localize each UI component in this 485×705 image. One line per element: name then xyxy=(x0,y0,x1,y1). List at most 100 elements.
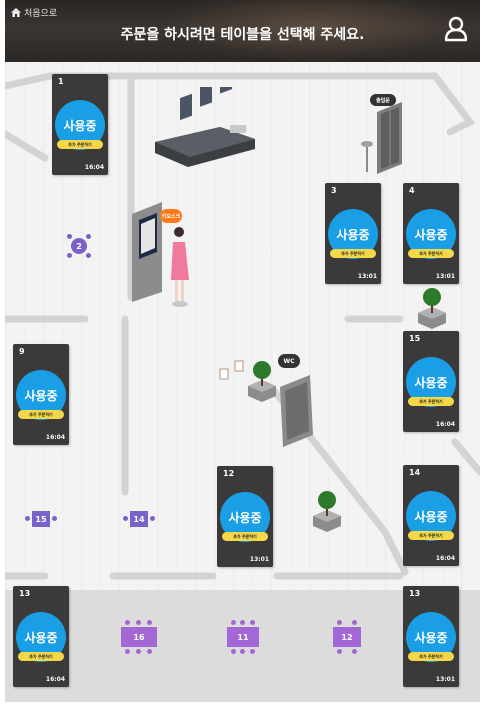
table-status: 사용중 xyxy=(414,510,448,524)
table-number: 13 xyxy=(19,589,31,598)
chair-dot xyxy=(231,620,236,625)
chair-dot xyxy=(52,516,57,521)
chair-dot xyxy=(123,516,128,521)
counter-illustration xyxy=(155,87,255,167)
table-card[interactable]: 12 사용중 추가 주문하기 13:01 xyxy=(217,466,273,567)
table-time: 16:04 xyxy=(84,164,104,171)
table-number: 13 xyxy=(409,589,421,598)
table-number: 4 xyxy=(409,186,415,195)
small-table-number: 15 xyxy=(32,511,50,527)
table-number: 15 xyxy=(409,334,421,343)
wc-label: WC xyxy=(283,358,295,365)
home-link[interactable]: 처음으로 xyxy=(11,6,57,19)
chair-dot xyxy=(250,620,255,625)
small-table[interactable]: 15 xyxy=(25,508,57,530)
table-card[interactable]: 9 사용중 추가 주문하기 16:04 xyxy=(13,344,69,445)
table-status: 사용중 xyxy=(414,631,448,645)
table-card[interactable]: 13 사용중 추가 주문하기 16:04 xyxy=(13,586,69,687)
table-card[interactable]: 3 사용중 추가 주문하기 13:01 xyxy=(325,183,381,284)
small-table-number: 14 xyxy=(130,511,148,527)
small-table[interactable]: 14 xyxy=(123,508,155,530)
add-order-button[interactable]: 추가 주문하기 xyxy=(408,249,454,258)
wc-sign: WC xyxy=(278,354,300,368)
chair-dot xyxy=(147,649,152,654)
user-icon[interactable] xyxy=(444,16,468,42)
chair-dot xyxy=(136,649,141,654)
table-number: 9 xyxy=(19,347,25,356)
table-card[interactable]: 13 사용중 추가 주문하기 13:01 xyxy=(403,586,459,687)
table-time: 16:04 xyxy=(435,555,455,562)
plant-icon xyxy=(418,288,446,329)
chair-dot xyxy=(240,649,245,654)
long-table[interactable]: 16 xyxy=(119,620,159,654)
chair-dot xyxy=(125,620,130,625)
add-order-button[interactable]: 추가 주문하기 xyxy=(408,397,454,406)
table-status: 사용중 xyxy=(228,511,262,525)
table-status: 사용중 xyxy=(24,631,58,645)
table-status: 사용중 xyxy=(336,228,370,242)
chair-dot xyxy=(337,620,342,625)
chair-dot xyxy=(86,253,91,258)
long-table[interactable]: 12 xyxy=(331,620,363,654)
home-icon xyxy=(11,8,21,17)
table-status: 사용중 xyxy=(24,389,58,403)
kiosk-label: 키오스크 xyxy=(161,214,181,220)
chair-dot xyxy=(125,649,130,654)
table-number: 12 xyxy=(223,469,235,478)
table-time: 13:01 xyxy=(435,676,455,683)
table-card[interactable]: 15 사용중 추가 주문하기 16:04 xyxy=(403,331,459,432)
add-order-button[interactable]: 추가 주문하기 xyxy=(330,249,376,258)
chair-dot xyxy=(67,253,72,258)
add-order-button[interactable]: 추가 주문하기 xyxy=(57,140,103,149)
small-table-number: 16 xyxy=(121,627,157,647)
chair-dot xyxy=(67,234,72,239)
chair-dot xyxy=(337,649,342,654)
chair-dot xyxy=(240,620,245,625)
chair-dot xyxy=(86,234,91,239)
plant-icon xyxy=(248,361,276,402)
chair-dot xyxy=(352,620,357,625)
chair-dot xyxy=(147,620,152,625)
chair-dot xyxy=(231,649,236,654)
table-number: 1 xyxy=(58,77,64,86)
chair-dot xyxy=(136,620,141,625)
door-illustration xyxy=(361,102,402,174)
add-order-button[interactable]: 추가 주문하기 xyxy=(222,532,268,541)
table-card[interactable]: 1 사용중 추가 주문하기 16:04 xyxy=(52,74,108,175)
table-number: 14 xyxy=(409,468,421,477)
long-table[interactable]: 11 xyxy=(225,620,261,654)
table-card[interactable]: 14 사용중 추가 주문하기 16:04 xyxy=(403,465,459,566)
small-table[interactable]: 2 xyxy=(65,232,93,260)
table-card[interactable]: 4 사용중 추가 주문하기 13:01 xyxy=(403,183,459,284)
plant-icon xyxy=(313,491,341,532)
small-table-number: 2 xyxy=(71,238,87,254)
table-status: 사용중 xyxy=(63,119,97,133)
add-order-button[interactable]: 추가 주문하기 xyxy=(408,652,454,661)
table-time: 16:04 xyxy=(45,676,65,683)
kiosk-sign: 키오스크 xyxy=(160,209,182,223)
chair-dot xyxy=(150,516,155,521)
home-label: 처음으로 xyxy=(24,9,58,19)
table-time: 13:01 xyxy=(357,273,377,280)
floor-plan: 출입문 키오스크 WC xyxy=(5,62,480,702)
top-bar: 처음으로 주문을 하시려면 테이블을 선택해 주세요. xyxy=(5,0,480,62)
small-table-number: 12 xyxy=(333,627,361,647)
page-title: 주문을 하시려면 테이블을 선택해 주세요. xyxy=(120,27,365,43)
table-status: 사용중 xyxy=(414,228,448,242)
add-order-button[interactable]: 추가 주문하기 xyxy=(18,652,64,661)
small-table-number: 11 xyxy=(227,627,259,647)
exit-sign: 출입문 xyxy=(370,94,396,106)
chair-dot xyxy=(250,649,255,654)
exit-label: 출입문 xyxy=(376,98,390,104)
chair-dot xyxy=(25,516,30,521)
add-order-button[interactable]: 추가 주문하기 xyxy=(18,410,64,419)
add-order-button[interactable]: 추가 주문하기 xyxy=(408,531,454,540)
wc-illustration xyxy=(219,360,313,447)
chair-dot xyxy=(352,649,357,654)
table-time: 13:01 xyxy=(249,556,269,563)
table-time: 16:04 xyxy=(45,434,65,441)
table-status: 사용중 xyxy=(414,376,448,390)
kiosk-illustration xyxy=(132,202,189,307)
table-time: 16:04 xyxy=(435,421,455,428)
walkway-lines xyxy=(5,72,480,580)
